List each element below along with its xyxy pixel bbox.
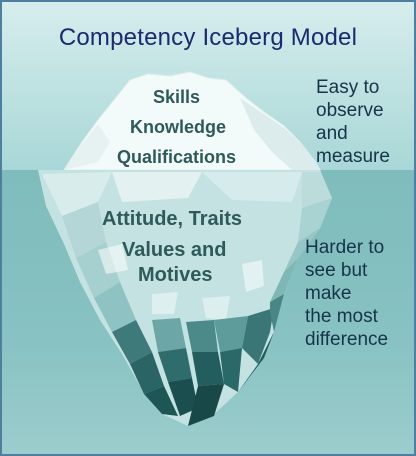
iceberg-dark-facet [158, 348, 192, 382]
label-knowledge: Knowledge [130, 117, 227, 137]
iceberg-dark-facet [270, 294, 284, 332]
above-description-line: measure [316, 146, 390, 167]
iceberg-facet [112, 172, 202, 202]
below-description-line: the most [305, 306, 378, 327]
below-description-line: see but [305, 260, 368, 281]
iceberg-dark-facet [168, 378, 198, 416]
iceberg-facet [62, 202, 106, 258]
label-skills: Skills [153, 87, 201, 107]
iceberg-facet [152, 292, 178, 314]
iceberg-dark-facet [192, 352, 224, 386]
below-description-line: make [305, 283, 352, 304]
iceberg-dark-facet [220, 348, 242, 392]
iceberg-facet [270, 258, 298, 302]
iceberg-dark-facet [112, 320, 152, 364]
iceberg-dark-facet [144, 386, 178, 416]
iceberg-dark-facet [130, 352, 164, 394]
above-description-line: Easy to [316, 77, 380, 98]
label-qualifications: Qualifications [117, 147, 237, 167]
iceberg-facet [42, 172, 112, 216]
iceberg-facet [94, 282, 136, 332]
above-water-description: Easy to observe and measure [316, 76, 390, 168]
iceberg-facet [302, 172, 332, 208]
below-description-line: difference [305, 329, 389, 350]
iceberg-facet [202, 296, 230, 320]
above-description-line: observe [316, 100, 384, 121]
iceberg-tip-shade [240, 98, 320, 170]
below-description-line: Harder to [305, 237, 385, 258]
iceberg-dark-facet [186, 320, 218, 352]
iceberg-dark-facet [188, 384, 224, 426]
below-water-description: Harder to see but make the most differen… [305, 236, 388, 351]
iceberg-facet [202, 172, 302, 202]
label-motives: Motives [138, 264, 213, 286]
label-values-and: Values and [122, 239, 227, 261]
iceberg-tip-shade-left [64, 124, 110, 170]
iceberg-facet [298, 198, 332, 242]
iceberg-facet [284, 228, 320, 272]
iceberg-facet [242, 260, 264, 292]
iceberg-dark-facet [242, 308, 274, 364]
label-attitude-traits: Attitude, Traits [102, 208, 243, 230]
above-description-line: and [316, 123, 348, 144]
iceberg-facet [98, 244, 128, 274]
iceberg-dark-facet [214, 316, 248, 352]
iceberg-dark-facet [152, 318, 186, 352]
diagram-title: Competency Iceberg Model [58, 24, 358, 51]
